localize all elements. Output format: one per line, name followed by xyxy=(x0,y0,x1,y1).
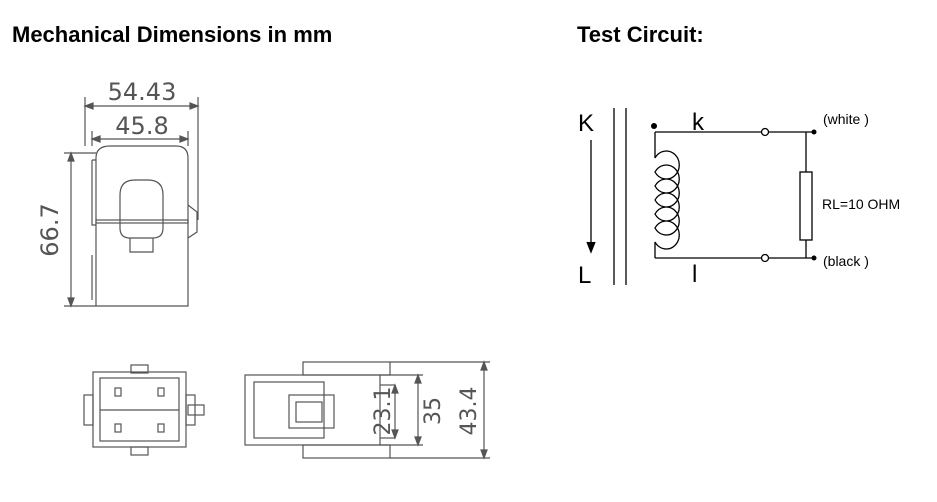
label-secondary-k: k xyxy=(692,109,705,136)
mechanical-dimensions-heading: Mechanical Dimensions in mm xyxy=(12,22,333,47)
white-terminal-dot xyxy=(811,129,817,135)
secondary-coil xyxy=(654,132,680,258)
terminal-open-top xyxy=(760,127,770,137)
label-secondary-l: l xyxy=(692,261,697,288)
test-circuit-diagram xyxy=(586,108,813,285)
front-view-drawing xyxy=(64,97,200,308)
label-primary-k: K xyxy=(578,110,594,137)
dim-depth-mid: 35 xyxy=(421,397,446,425)
dim-depth-outer: 43.4 xyxy=(457,387,482,436)
test-circuit-heading: Test Circuit: xyxy=(577,22,704,47)
bottom-view-drawing xyxy=(83,364,205,456)
dim-inner-width: 45.8 xyxy=(115,112,168,140)
black-terminal-dot xyxy=(811,255,817,261)
dim-depth-inner: 23.1 xyxy=(371,387,396,436)
terminal-open-bottom xyxy=(760,253,770,263)
dim-height: 66.7 xyxy=(36,203,64,256)
load-resistor xyxy=(799,171,813,241)
label-primary-l: L xyxy=(578,262,591,289)
label-load-resistance: RL=10 OHM xyxy=(822,196,900,212)
side-view-drawing xyxy=(244,360,490,460)
label-black-terminal: (black ) xyxy=(823,253,869,269)
dim-overall-width: 54.43 xyxy=(108,78,177,106)
polarity-dot xyxy=(651,123,657,129)
label-white-terminal: (white ) xyxy=(823,111,869,127)
